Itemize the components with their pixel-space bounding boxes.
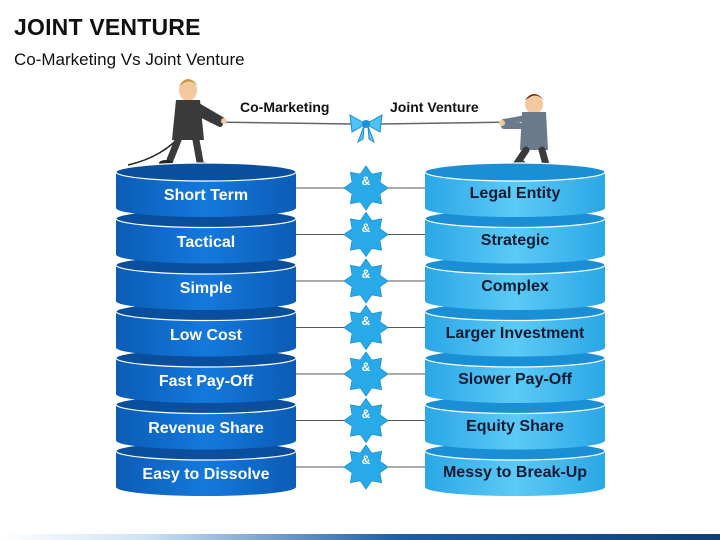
joint-venture-stack — [424, 162, 606, 496]
ampersand-stars — [343, 165, 389, 490]
slide-subtitle: Co-Marketing Vs Joint Venture — [14, 50, 245, 69]
ribbon-bow-icon — [349, 114, 383, 144]
star-badge-icon — [343, 165, 389, 211]
slide-title: JOINT VENTURE — [14, 14, 201, 40]
co-marketing-item: Simple — [179, 280, 233, 297]
co-marketing-stack — [115, 162, 297, 496]
co-marketing-item: Easy to Dissolve — [142, 466, 270, 483]
ampersand-label: & — [361, 174, 371, 188]
ampersand-label: & — [361, 313, 371, 328]
co-marketing-item: Low Cost — [170, 326, 242, 344]
joint-venture-item: Legal Entity — [469, 185, 561, 202]
co-marketing-item: Revenue Share — [148, 419, 264, 437]
joint-venture-item: Equity Share — [466, 417, 564, 435]
co-marketing-item: Short Term — [163, 187, 249, 204]
ampersand-label: & — [361, 453, 371, 467]
star-badge-icon — [343, 351, 389, 397]
bottom-accent-bar — [0, 534, 720, 540]
right-disk — [424, 162, 606, 217]
ampersand-label: & — [361, 267, 371, 281]
star-badge-icon — [343, 397, 389, 444]
left-disk — [115, 162, 297, 217]
co-marketing-heading: Co-Marketing — [240, 99, 330, 115]
co-marketing-item: Tactical — [176, 233, 236, 251]
joint-venture-heading: Joint Venture — [390, 99, 479, 115]
star-badge-icon — [343, 258, 389, 304]
star-badge-icon — [343, 444, 389, 490]
star-badge-icon — [343, 304, 389, 351]
joint-venture-item: Slower Pay-Off — [458, 371, 572, 388]
ampersand-label: & — [361, 220, 371, 235]
joint-venture-item: Larger Investment — [445, 324, 585, 342]
joint-venture-item: Complex — [481, 278, 549, 295]
co-marketing-item: Fast Pay-Off — [158, 373, 254, 390]
ampersand-label: & — [361, 406, 371, 421]
ampersand-label: & — [361, 360, 371, 374]
joint-venture-item: Messy to Break-Up — [442, 464, 588, 481]
star-badge-icon — [343, 211, 389, 258]
left-businessman-icon — [159, 79, 227, 168]
joint-venture-item: Strategic — [480, 231, 550, 249]
